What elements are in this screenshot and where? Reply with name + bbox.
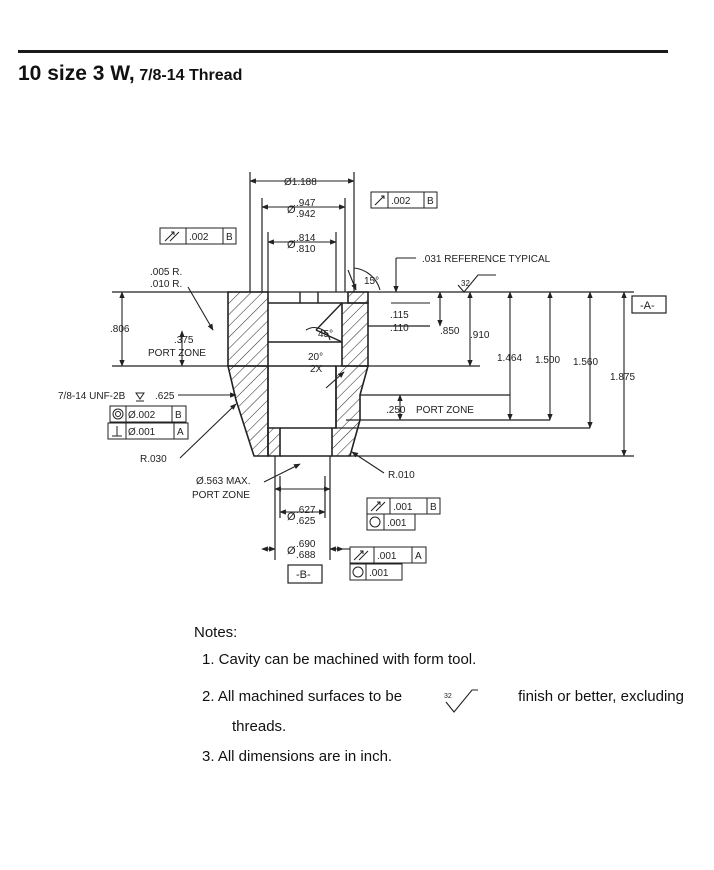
fcf-perpendicularity: Ø.001 A xyxy=(107,422,189,440)
datum-b-label: -B- xyxy=(296,569,311,581)
dim-2x: 2X xyxy=(310,364,323,375)
fcf-runout-top-right: .002 B xyxy=(370,191,438,209)
dim-375: .375 xyxy=(174,335,194,346)
note-2-tail: threads. xyxy=(232,718,287,735)
dim-r005: .005 R. xyxy=(150,267,182,278)
dim-1875: 1.875 xyxy=(610,372,635,383)
dimension-text: Ø1.188 Ø .947 .942 Ø .814 .810 .005 R. .… xyxy=(58,177,635,561)
dim-814: .814 xyxy=(296,233,316,244)
dim-45: 45° xyxy=(318,329,333,340)
notes-section: Notes: 1. Cavity can be machined with fo… xyxy=(194,624,684,765)
fcf-runout-top-right-ref: B xyxy=(427,196,434,207)
datum-a-label: -A- xyxy=(640,300,655,312)
dim-dia-d: Ø xyxy=(287,545,296,557)
note-2: 2. All machined surfaces to be 32 finish… xyxy=(202,688,684,735)
dimension-lines xyxy=(119,178,627,552)
bore-outline xyxy=(267,292,343,457)
title-main: 10 size 3 W, xyxy=(18,62,135,85)
dim-115: .115 xyxy=(390,310,409,321)
dim-20: 20° xyxy=(308,352,323,363)
note-1: 1. Cavity can be machined with form tool… xyxy=(202,651,477,668)
dim-947: .947 xyxy=(296,198,316,209)
dim-625b: .625 xyxy=(296,516,316,527)
title-thread: 7/8-14 Thread xyxy=(139,67,243,84)
dim-dia-a: Ø xyxy=(287,204,296,216)
dim-r010: .010 R. xyxy=(150,279,182,290)
dim-942: .942 xyxy=(296,209,316,220)
dim-port-zone-c: PORT ZONE xyxy=(192,490,250,501)
fcf-runout-top-left-ref: B xyxy=(226,232,233,243)
note-2-start: 2. All machined surfaces to be xyxy=(202,688,403,705)
note-2-finish-value: 32 xyxy=(444,693,452,700)
dim-810: .810 xyxy=(296,244,316,255)
header-rule xyxy=(18,50,668,53)
fcf-perpendicularity-ref: A xyxy=(177,427,184,438)
datum-a-box: -A- xyxy=(631,295,667,314)
depth-symbol xyxy=(135,392,145,402)
fcf-runout-mid-ref: B xyxy=(430,502,437,513)
dim-031-ref: .031 REFERENCE TYPICAL xyxy=(422,254,551,265)
dim-15: 15° xyxy=(364,276,379,287)
dim-r010b: R.010 xyxy=(388,470,415,481)
dim-110: .110 xyxy=(390,323,409,334)
note-2-end: finish or better, excluding xyxy=(518,688,684,705)
fcf-runout-top-right-tol: .002 xyxy=(391,196,411,207)
fcf-runout-top-left-tol: .002 xyxy=(189,232,209,243)
dim-port-zone-b: PORT ZONE xyxy=(416,405,474,416)
dim-dia-b: Ø xyxy=(287,239,296,251)
datum-b-box: -B- xyxy=(287,564,323,584)
dim-dia-c: Ø xyxy=(287,511,296,523)
notes-heading: Notes: xyxy=(194,624,238,641)
page-title: 10 size 3 W, 7/8-14 Thread xyxy=(18,62,242,86)
dim-910: .910 xyxy=(470,330,490,341)
dim-250: .250 xyxy=(386,405,406,416)
dim-port-zone-a: PORT ZONE xyxy=(148,348,206,359)
fcf-runout-mid: .001 B .001 xyxy=(366,497,441,531)
fcf-runout-low-tol: .001 xyxy=(377,551,397,562)
surface-finish-icon: 32 xyxy=(444,689,479,713)
dim-806: .806 xyxy=(110,324,130,335)
fcf-runout-top-left: .002 B xyxy=(159,227,237,245)
dim-690: .690 xyxy=(296,539,316,550)
fcf-circularity-low-tol: .001 xyxy=(369,568,389,579)
leader-lines xyxy=(178,257,430,550)
dim-627: .627 xyxy=(296,505,316,516)
dim-1500: 1.500 xyxy=(535,355,560,366)
dim-1560: 1.560 xyxy=(573,357,598,368)
surface-finish-symbol xyxy=(457,274,496,293)
fcf-position-ref: B xyxy=(175,410,182,421)
dim-1188: Ø1.188 xyxy=(284,177,317,188)
dim-625-depth: .625 xyxy=(155,391,175,402)
fcf-runout-low: .001 A .001 xyxy=(349,546,427,581)
finish-value: 32 xyxy=(461,279,470,288)
fcf-runout-mid-tol: .001 xyxy=(393,502,413,513)
fcf-position-tol: Ø.002 xyxy=(128,410,156,421)
dim-850: .850 xyxy=(440,326,460,337)
fcf-position: Ø.002 B xyxy=(109,405,187,423)
dim-r030: R.030 xyxy=(140,454,167,465)
note-3: 3. All dimensions are in inch. xyxy=(202,748,393,765)
fcf-perpendicularity-tol: Ø.001 xyxy=(128,427,156,438)
fcf-runout-low-ref: A xyxy=(415,551,422,562)
dim-thread: 7/8-14 UNF-2B xyxy=(58,391,126,402)
dim-563: Ø.563 MAX. xyxy=(196,476,250,487)
section-body xyxy=(226,291,370,457)
fcf-circularity-mid-tol: .001 xyxy=(387,518,407,529)
dim-688: .688 xyxy=(296,550,316,561)
dim-1464: 1.464 xyxy=(497,353,522,364)
